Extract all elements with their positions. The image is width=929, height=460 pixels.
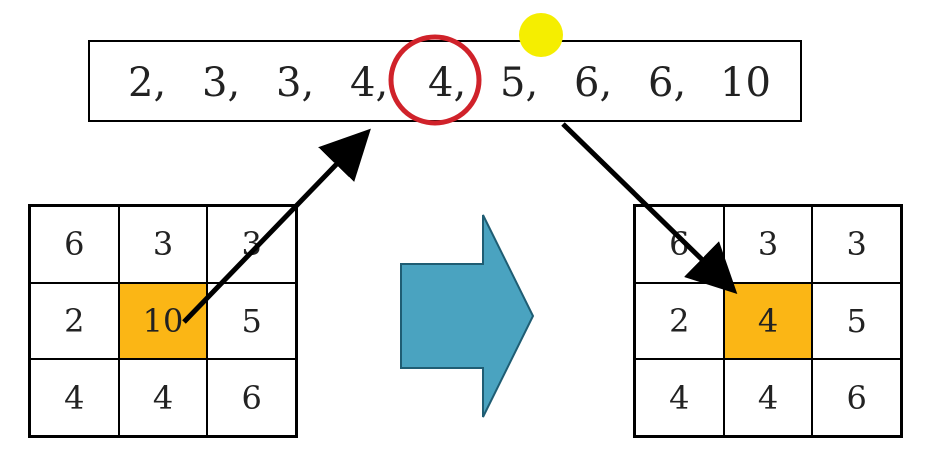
sequence-item: 5, (500, 60, 539, 106)
median-circle (388, 34, 482, 126)
grid-cell: 5 (207, 282, 296, 360)
grid-cell: 2 (635, 282, 724, 360)
sequence-item: 6, (574, 60, 613, 106)
arrow-to-output (561, 122, 738, 294)
grid-cell: 6 (812, 359, 901, 436)
sequence-item: 3, (202, 60, 241, 106)
grid-cell: 4 (723, 359, 813, 436)
sequence-item: 3, (276, 60, 315, 106)
sequence-item-median: 4, (428, 60, 467, 106)
grid-cell: 4 (118, 359, 208, 436)
grid-cell: 2 (30, 282, 119, 360)
grid-cell: 3 (118, 206, 208, 283)
grid-cell: 4 (30, 359, 119, 436)
grid-cell: 5 (812, 282, 901, 360)
sequence-item: 10 (720, 60, 771, 106)
yellow-dot (519, 13, 563, 57)
grid-cell: 6 (207, 359, 296, 436)
input-grid: 6 3 3 2 10 5 4 4 6 (28, 204, 298, 438)
transform-arrow (400, 214, 535, 418)
sorted-sequence-box: 2, 3, 3, 4, 4, 5, 6, 6, 10 (88, 40, 802, 122)
grid-cell: 6 (30, 206, 119, 283)
grid-center-cell: 10 (118, 282, 208, 360)
grid-center-cell: 4 (723, 282, 813, 360)
output-grid: 6 3 3 2 4 5 4 4 6 (633, 204, 903, 438)
grid-cell: 4 (635, 359, 724, 436)
sequence-item: 2, (128, 60, 167, 106)
grid-cell: 3 (812, 206, 901, 283)
arrow-to-sequence (182, 128, 371, 324)
sequence-item: 6, (648, 60, 687, 106)
sequence-item: 4, (350, 60, 389, 106)
